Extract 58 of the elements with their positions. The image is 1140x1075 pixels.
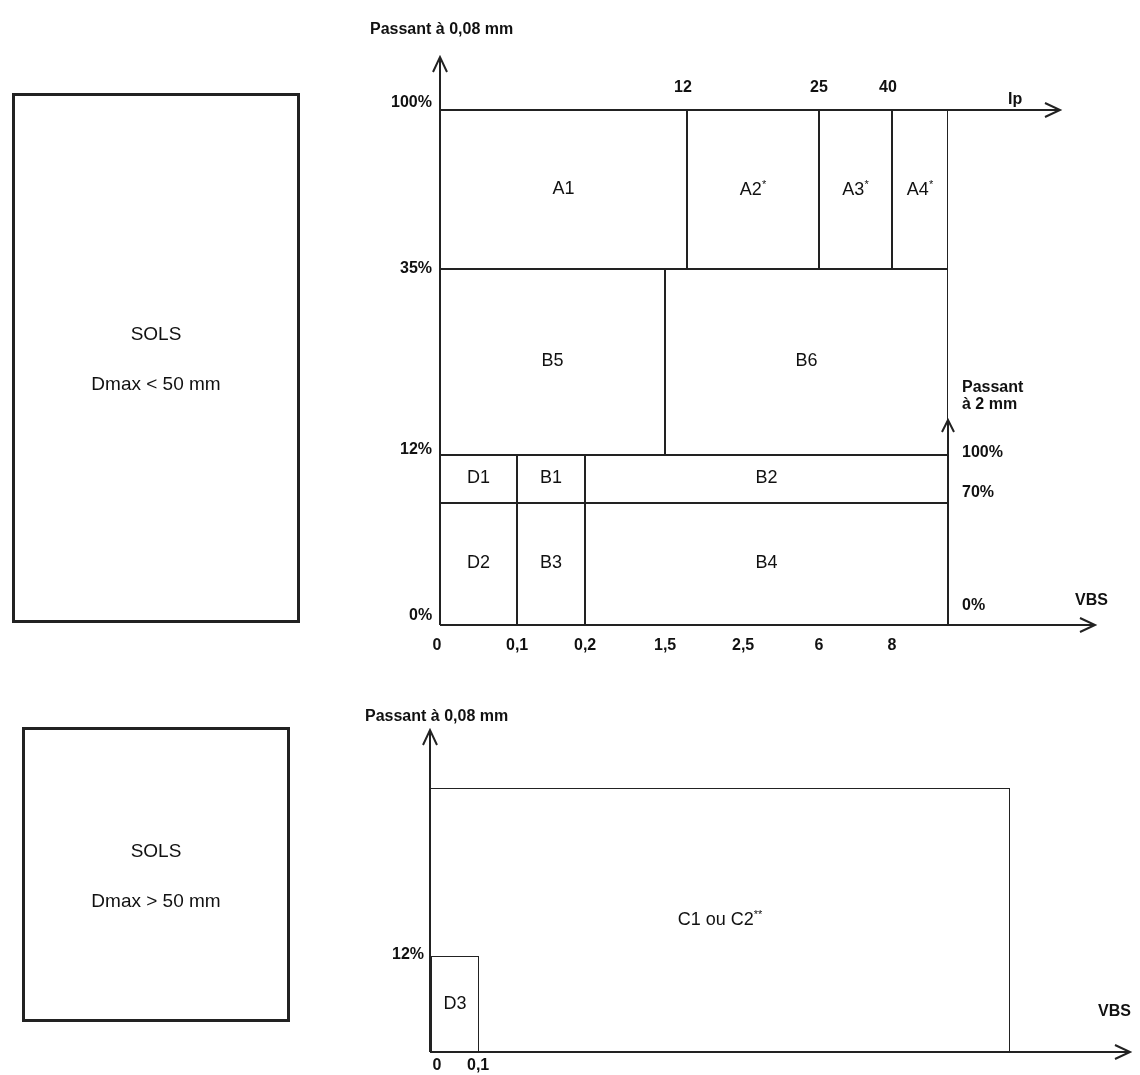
tick-label: 100% [391,93,432,111]
region-label: B2 [754,467,779,488]
tick-label: 0,2 [574,636,597,654]
tick-label: 35% [400,259,433,277]
tick-label: 12% [392,945,425,963]
box-heading: SOLS [129,323,183,345]
region-cell [440,503,517,625]
region-cell [819,110,892,269]
region-cell [687,110,819,269]
region-label: Dmax < 50 mm [90,373,222,395]
region-cell [431,956,479,1053]
axis-title: Passant à 0,08 mm [370,20,514,38]
region-label: B1 [539,467,563,488]
tick-label: 0,1 [467,1056,490,1074]
box-heading: SOLS [129,839,183,862]
region-cell [440,455,517,503]
category-box [12,93,300,623]
region-label: B3 [539,552,563,573]
region-label: B5 [540,350,565,371]
region-cell [585,503,948,625]
axis-title: Ip [1008,90,1023,108]
tick-label: 8 [887,636,897,654]
region-label: A4$^{*}$ [905,177,935,200]
region-label: B6 [794,350,819,371]
region-cell [665,269,948,455]
region-cell [430,788,1010,1052]
region-label: A2$^{*}$ [738,177,768,200]
category-box [22,727,290,1022]
tick-label: 70% [962,483,995,501]
region-label: A3$^{*}$ [841,177,870,200]
region-label: D1 [466,467,491,488]
axis-title: Passant à 2 mm [962,378,1025,412]
tick-label: 0,1 [506,636,529,654]
tick-label: 0% [409,606,433,624]
tick-label: 0 [432,1056,442,1074]
region-label: C1 ou C2$^{**}$ [676,908,764,930]
tick-label: 12% [400,440,433,458]
region-label: D2 [466,552,491,573]
region-cell [517,503,585,625]
axis-title: Passant à 0,08 mm [365,707,509,725]
tick-label: 6 [814,636,824,654]
tick-label: 12 [674,78,692,96]
tick-label: 0% [962,596,986,614]
region-label: Dmax > 50 mm [90,889,222,912]
region-label: A1 [551,177,576,199]
axis-title: VBS [1098,1002,1131,1020]
tick-label: 25 [810,78,828,96]
region-cell [585,455,948,503]
region-label: B4 [754,552,779,573]
axis-title: VBS [1075,591,1108,609]
region-cell [440,110,687,269]
tick-label: 40 [879,78,897,96]
region-cell [517,455,585,503]
region-label: D3 [442,992,468,1014]
tick-label: 100% [962,443,1003,461]
region-cell [440,269,665,455]
tick-label: 0 [432,636,442,654]
region-cell [892,110,948,269]
